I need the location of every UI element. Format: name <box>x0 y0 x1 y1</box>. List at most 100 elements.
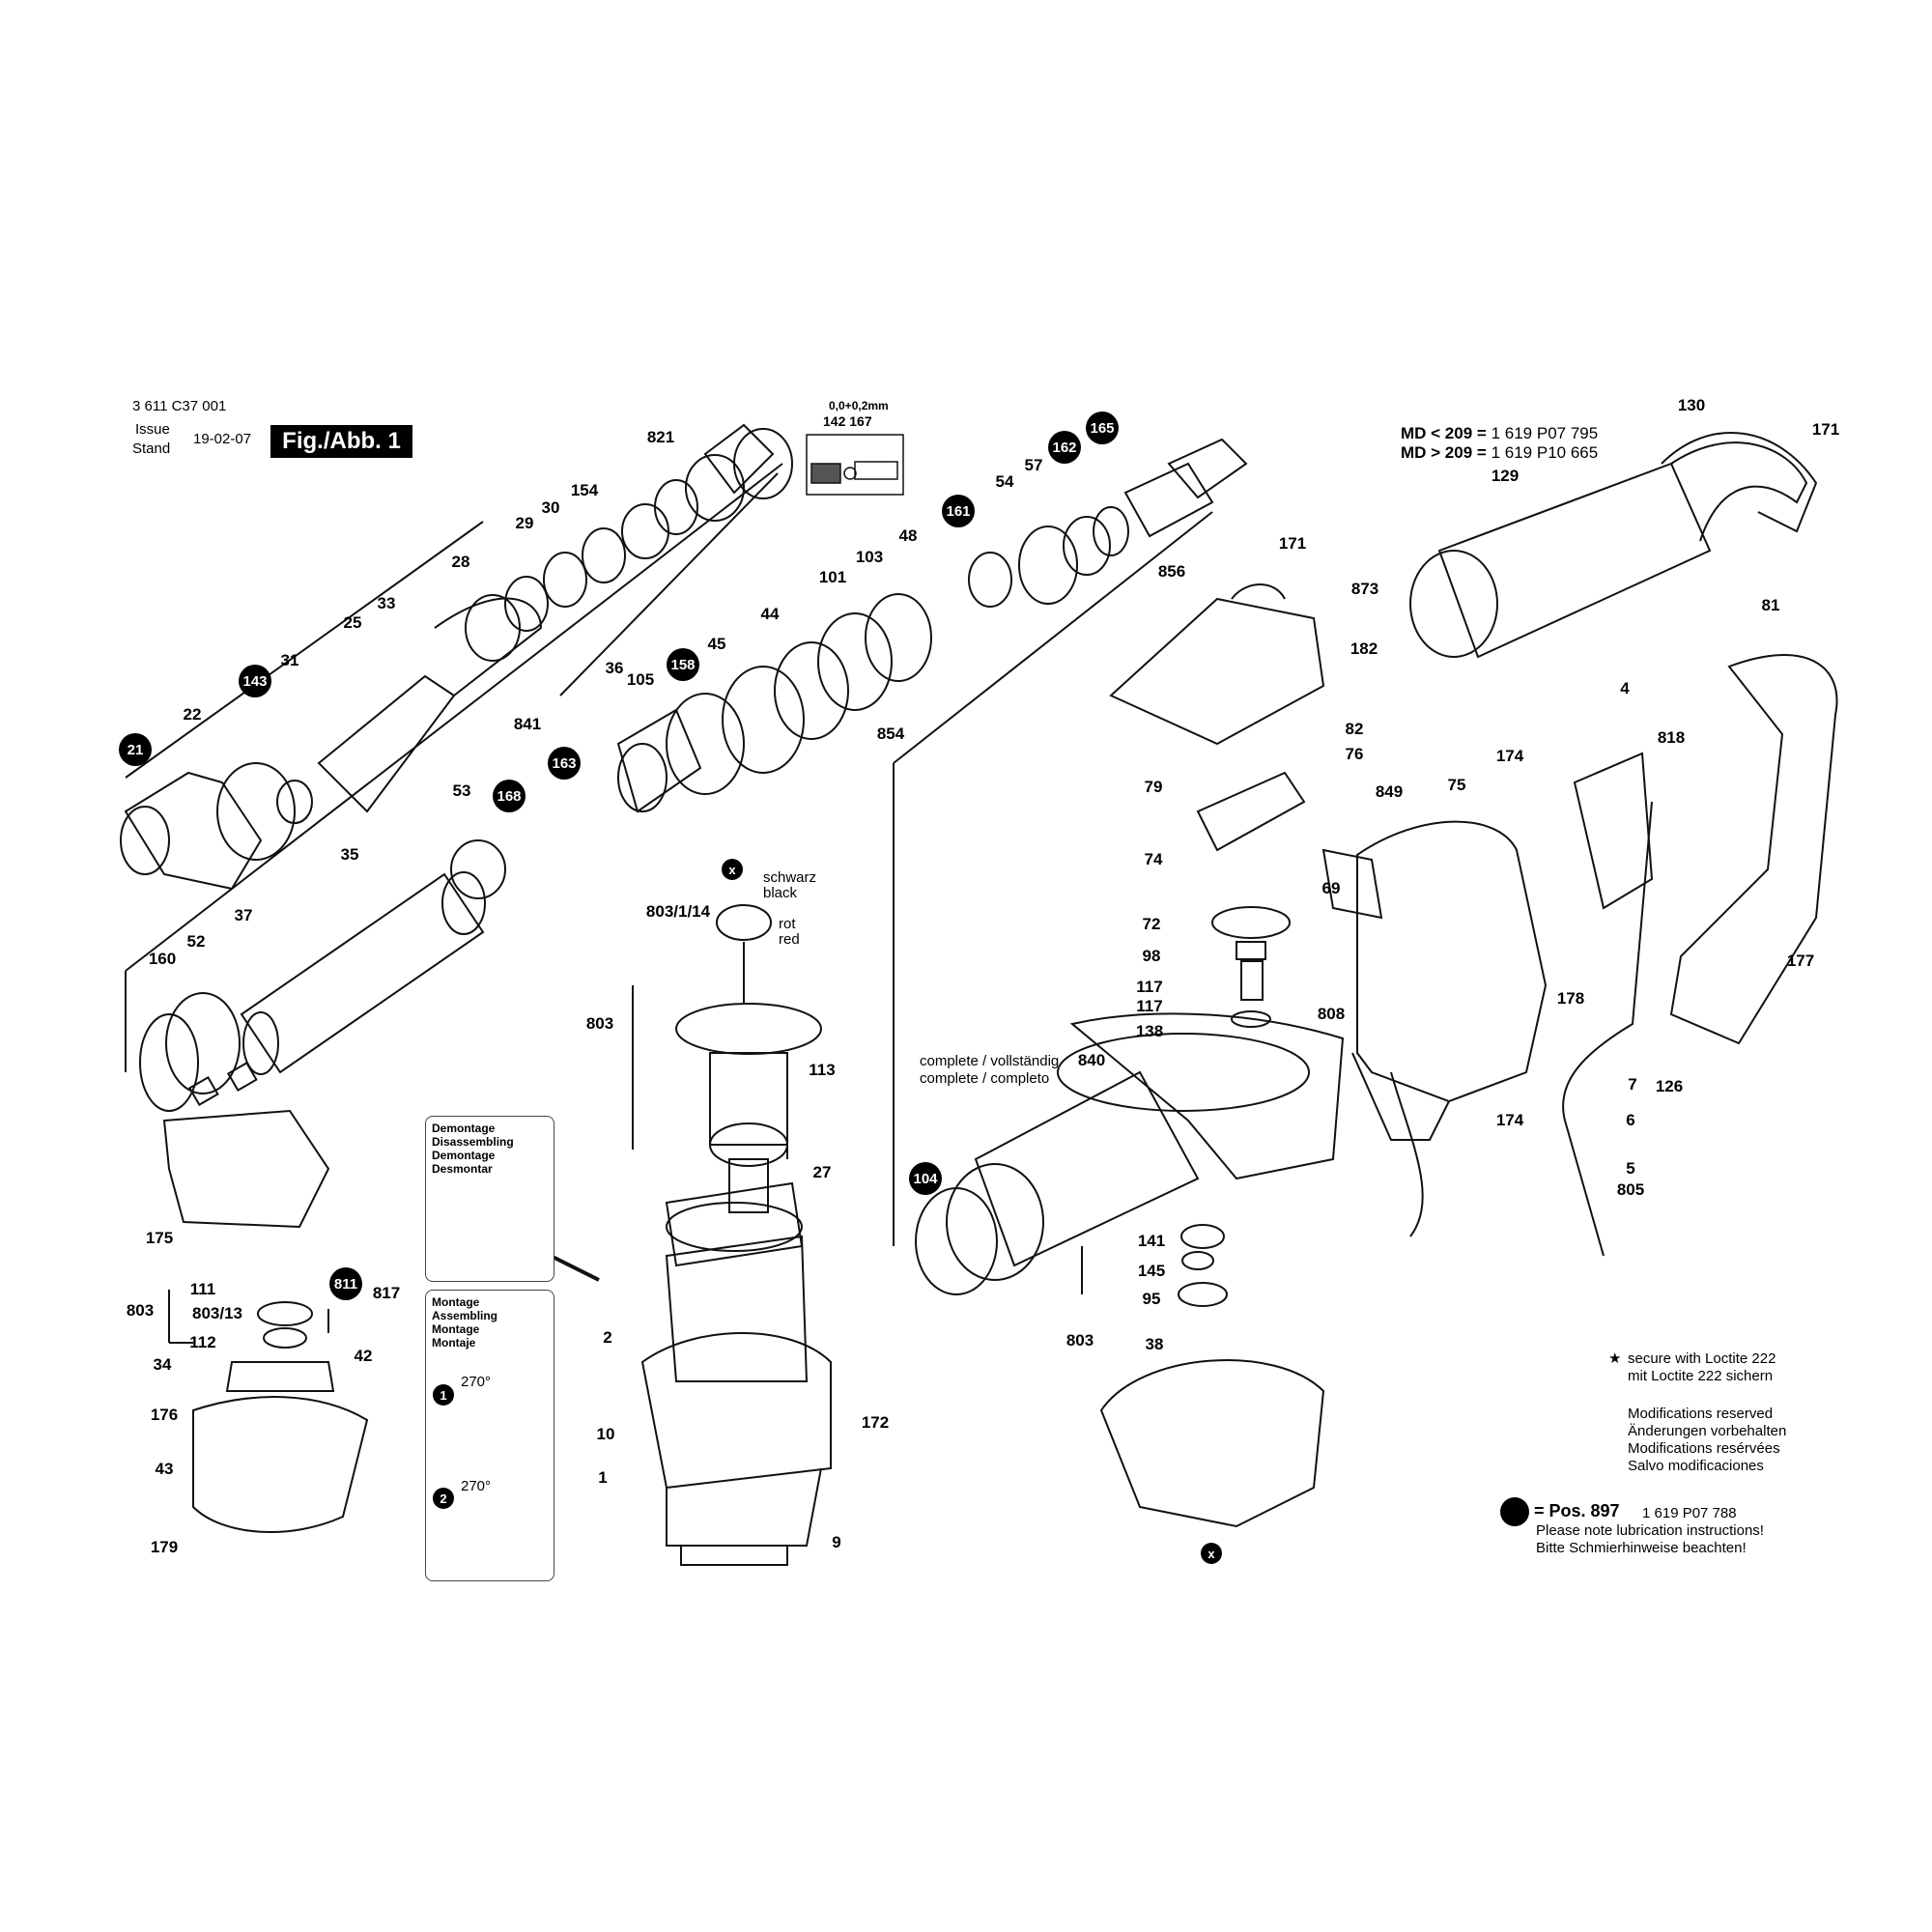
modifications-1: Modifications reserved <box>1628 1406 1774 1422</box>
label-803-13: 803/13 <box>192 1304 242 1322</box>
label-117b: 117 <box>1136 997 1163 1015</box>
lube-part: 1 619 P07 788 <box>1642 1505 1737 1521</box>
label-54: 54 <box>995 472 1014 491</box>
label-42: 42 <box>354 1347 373 1365</box>
x-marker-top: x <box>722 859 743 880</box>
label-112: 112 <box>189 1333 216 1351</box>
label-178: 178 <box>1556 989 1585 1008</box>
star-note-1: secure with Loctite 222 <box>1628 1350 1776 1367</box>
md-note-2: MD > 209 = 1 619 P10 665 <box>1401 443 1599 462</box>
badge-165: 165 <box>1086 412 1119 444</box>
x-marker-bottom: x <box>1201 1543 1222 1564</box>
tolerance-parts: 142 167 <box>823 413 872 429</box>
label-849: 849 <box>1375 782 1404 801</box>
label-82: 82 <box>1345 720 1364 738</box>
label-36: 36 <box>605 659 624 677</box>
badge-21: 21 <box>119 733 152 766</box>
tool-holder-group <box>120 423 793 891</box>
label-52: 52 <box>186 932 206 951</box>
label-154: 154 <box>570 481 599 499</box>
label-25: 25 <box>343 613 362 632</box>
label-873: 873 <box>1350 580 1379 598</box>
label-129: 129 <box>1491 467 1520 485</box>
angle-2: 270° <box>461 1478 492 1494</box>
stand-label: Stand <box>132 440 171 457</box>
label-817: 817 <box>372 1284 401 1302</box>
label-7: 7 <box>1628 1075 1637 1094</box>
complete-label-1: complete / vollständig <box>920 1053 1060 1069</box>
label-30: 30 <box>541 498 560 517</box>
label-53: 53 <box>452 781 471 800</box>
disassembly-line-2: Disassembling <box>432 1135 514 1149</box>
label-177: 177 <box>1786 952 1815 970</box>
issue-label: Issue <box>135 421 170 438</box>
label-126: 126 <box>1655 1077 1684 1095</box>
label-48: 48 <box>898 526 918 545</box>
impact-mechanism-group <box>616 438 1248 813</box>
handle-housing-group <box>1321 820 1548 1141</box>
badge-162: 162 <box>1048 431 1081 464</box>
tolerance-value: 0,0+0,2mm <box>829 399 889 412</box>
badge-168: 168 <box>493 780 526 812</box>
label-803-mid: 803 <box>585 1014 614 1033</box>
label-27: 27 <box>812 1163 832 1181</box>
label-171b: 171 <box>1811 420 1840 439</box>
label-95: 95 <box>1142 1290 1161 1308</box>
label-72: 72 <box>1142 915 1161 933</box>
label-175: 175 <box>145 1229 174 1247</box>
label-111: 111 <box>189 1280 216 1298</box>
md-note-1: MD < 209 = 1 619 P07 795 <box>1401 424 1599 442</box>
assembly-panel: Montage Assembling Montage Montaje 1 270… <box>425 1290 554 1581</box>
label-105: 105 <box>626 670 655 689</box>
assembly-line-3: Montage <box>432 1322 480 1336</box>
end-cap-group <box>162 1109 369 1534</box>
label-22: 22 <box>183 705 202 724</box>
disassembly-panel: Demontage Disassembling Demontage Desmon… <box>425 1116 554 1282</box>
label-98: 98 <box>1142 947 1161 965</box>
lube-pos: = Pos. 897 <box>1534 1501 1620 1520</box>
label-160: 160 <box>148 950 177 968</box>
assembly-line-2: Assembling <box>432 1309 498 1322</box>
label-37: 37 <box>234 906 253 924</box>
label-130: 130 <box>1677 396 1706 414</box>
label-76: 76 <box>1345 745 1364 763</box>
label-2: 2 <box>603 1328 612 1347</box>
badge-143: 143 <box>239 665 271 697</box>
badge-104: 104 <box>909 1162 942 1195</box>
hammer-tube-group <box>139 839 506 1112</box>
label-141: 141 <box>1137 1232 1166 1250</box>
label-821: 821 <box>646 428 675 446</box>
label-138: 138 <box>1135 1022 1164 1040</box>
label-75: 75 <box>1447 776 1466 794</box>
issue-date: 19-02-07 <box>193 431 252 447</box>
label-818: 818 <box>1657 728 1686 747</box>
star-note-2: mit Loctite 222 sichern <box>1628 1368 1774 1384</box>
label-113: 113 <box>809 1061 836 1079</box>
label-31: 31 <box>280 651 299 669</box>
label-29: 29 <box>515 514 534 532</box>
angle-1: 270° <box>461 1374 492 1390</box>
label-856: 856 <box>1157 562 1186 581</box>
figure-label: Fig./Abb. 1 <box>270 425 412 458</box>
bottom-plate-group <box>1099 1359 1325 1528</box>
label-176: 176 <box>150 1406 179 1424</box>
assembly-line-1: Montage <box>432 1295 480 1309</box>
step-1-badge: 1 <box>433 1384 454 1406</box>
label-34: 34 <box>153 1355 172 1374</box>
label-10: 10 <box>596 1425 615 1443</box>
badge-811: 811 <box>329 1267 362 1300</box>
label-172: 172 <box>861 1413 890 1432</box>
label-6: 6 <box>1626 1111 1635 1129</box>
label-808: 808 <box>1317 1005 1346 1023</box>
badge-158: 158 <box>667 648 699 681</box>
lube-line-2: Bitte Schmierhinweise beachten! <box>1536 1540 1747 1556</box>
label-43: 43 <box>155 1460 174 1478</box>
label-45: 45 <box>707 635 726 653</box>
lube-line-1: Please note lubrication instructions! <box>1536 1522 1764 1539</box>
modifications-4: Salvo modificaciones <box>1628 1458 1764 1474</box>
gear-housing-group <box>915 1012 1345 1307</box>
tolerance-inset <box>806 434 904 496</box>
label-101: 101 <box>818 568 847 586</box>
label-1: 1 <box>598 1468 608 1487</box>
